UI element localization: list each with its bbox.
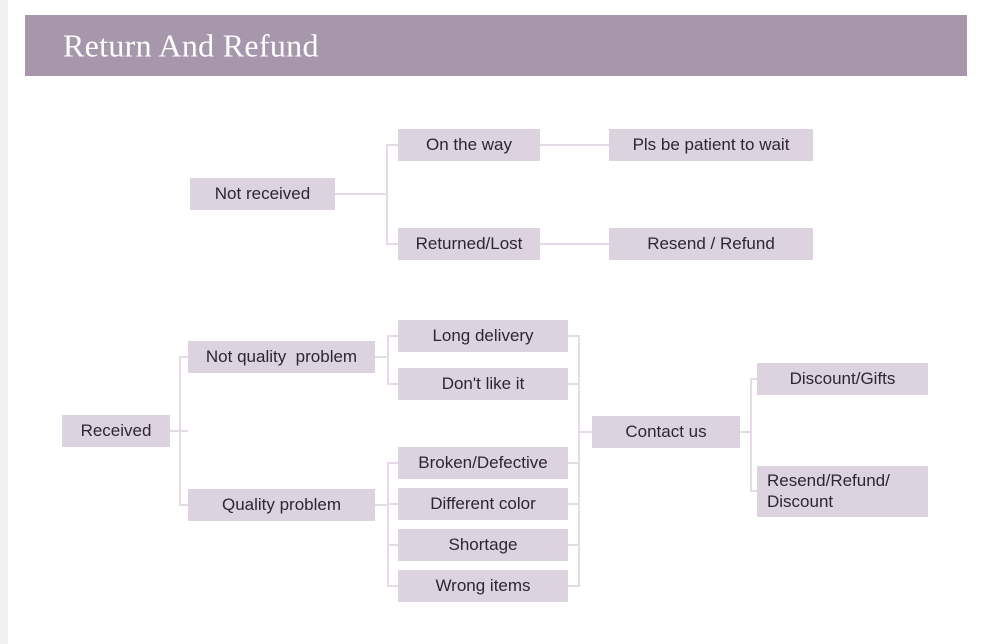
- connector-to-on-the-way: [386, 144, 400, 146]
- connector-to-wrong-items: [387, 585, 399, 587]
- connector-merge-to-contact-us: [578, 431, 594, 433]
- node-resend-refund-discount[interactable]: Resend/Refund/ Discount: [757, 466, 928, 517]
- connector-quality-trunk: [387, 462, 389, 586]
- connector-dontlikeit-out: [568, 383, 580, 385]
- connector-quality-stub: [375, 504, 389, 506]
- node-received[interactable]: Received: [62, 415, 170, 447]
- node-not-received[interactable]: Not received: [190, 178, 335, 210]
- connector-to-quality-problem: [179, 504, 191, 506]
- connector-ontheway-to-patient: [540, 144, 610, 146]
- left-gutter-strip: [0, 0, 8, 644]
- node-different-color[interactable]: Different color: [398, 488, 568, 520]
- connector-to-dont-like-it: [387, 383, 399, 385]
- node-contact-us[interactable]: Contact us: [592, 416, 740, 448]
- connector-received-trunk: [179, 357, 181, 505]
- node-pls-be-patient-to-wait[interactable]: Pls be patient to wait: [609, 129, 813, 161]
- node-on-the-way[interactable]: On the way: [398, 129, 540, 161]
- connector-returnedlost-to-resend: [540, 243, 610, 245]
- node-broken-defective[interactable]: Broken/Defective: [398, 447, 568, 479]
- node-resend-refund[interactable]: Resend / Refund: [609, 228, 813, 260]
- connector-shortage-out: [568, 544, 580, 546]
- connector-brokendefective-out: [568, 462, 580, 464]
- page-title: Return And Refund: [63, 27, 319, 63]
- connector-to-shortage: [387, 544, 399, 546]
- node-wrong-items[interactable]: Wrong items: [398, 570, 568, 602]
- connector-longdelivery-out: [568, 335, 580, 337]
- connector-notquality-stub: [375, 356, 389, 358]
- connector-to-resend-refund-discount: [750, 490, 760, 492]
- node-long-delivery[interactable]: Long delivery: [398, 320, 568, 352]
- title-banner: Return And Refund: [25, 15, 967, 76]
- connector-to-long-delivery: [387, 335, 399, 337]
- node-not-quality-problem[interactable]: Not quality problem: [188, 341, 375, 373]
- connector-to-not-quality-problem: [179, 356, 191, 358]
- connector-to-discount-gifts: [750, 378, 760, 380]
- connector-notreceived-trunk: [386, 145, 388, 245]
- connector-wrongitems-out: [568, 585, 580, 587]
- connector-to-different-color: [387, 503, 399, 505]
- connector-to-broken-defective: [387, 462, 399, 464]
- node-discount-gifts[interactable]: Discount/Gifts: [757, 363, 928, 395]
- connector-contactus-stub: [740, 431, 752, 433]
- node-shortage[interactable]: Shortage: [398, 529, 568, 561]
- connector-to-returned-lost: [386, 243, 400, 245]
- node-returned-lost[interactable]: Returned/Lost: [398, 228, 540, 260]
- connector-merge-trunk: [578, 335, 580, 587]
- connector-notquality-trunk: [387, 335, 389, 384]
- node-quality-problem[interactable]: Quality problem: [188, 489, 375, 521]
- connector-contactus-trunk: [750, 378, 752, 492]
- node-dont-like-it[interactable]: Don't like it: [398, 368, 568, 400]
- connector-differentcolor-out: [568, 503, 580, 505]
- connector-notreceived-stub: [335, 193, 388, 195]
